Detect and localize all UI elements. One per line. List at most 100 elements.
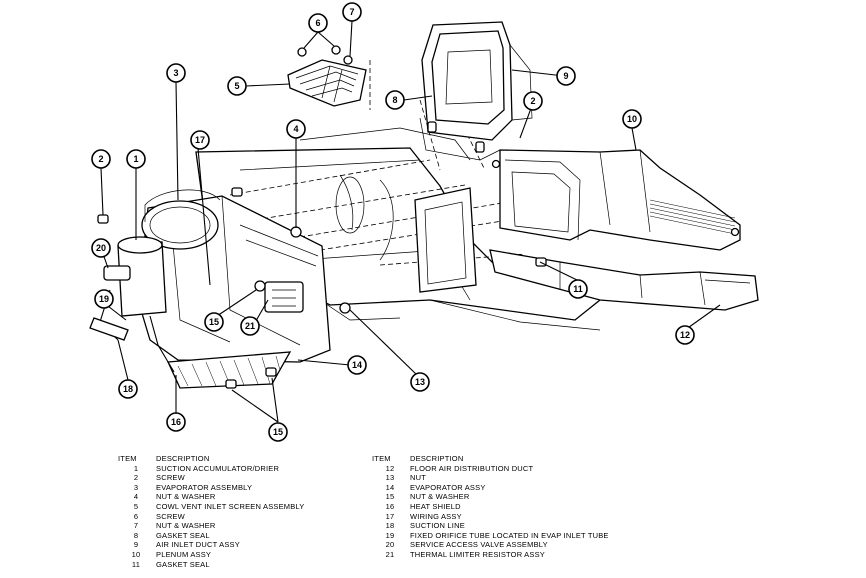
item-description: EVAPORATOR ASSEMBLY — [156, 482, 253, 492]
item-number: 5 — [133, 501, 139, 511]
svg-text:18: 18 — [123, 384, 133, 394]
callout-9: 9 — [556, 66, 576, 86]
item-number: 14 — [385, 482, 395, 492]
svg-text:4: 4 — [293, 124, 298, 134]
svg-text:21: 21 — [245, 321, 255, 331]
item-number: 6 — [133, 511, 139, 521]
description-column-header: DESCRIPTION — [156, 454, 210, 463]
svg-text:7: 7 — [349, 7, 354, 17]
item-description: SCREW — [156, 511, 185, 521]
svg-text:3: 3 — [173, 68, 178, 78]
item-description: SERVICE ACCESS VALVE ASSEMBLY — [410, 540, 548, 550]
legend-row: 17 WIRING ASSY — [372, 512, 609, 522]
svg-text:14: 14 — [352, 360, 362, 370]
item-number: 10 — [131, 549, 141, 559]
legend-row: 20 SERVICE ACCESS VALVE ASSEMBLY — [372, 540, 609, 550]
callout-12: 12 — [675, 325, 695, 345]
gasket-seal-frame — [414, 187, 477, 293]
callout-14: 14 — [347, 355, 367, 375]
legend-column-left: ITEM DESCRIPTION 1 SUCTION ACCUMULATOR/DR… — [118, 454, 304, 569]
callout-18: 18 — [118, 379, 138, 399]
item-description: HEAT SHIELD — [410, 501, 461, 511]
legend-row: 1 SUCTION ACCUMULATOR/DRIER — [118, 464, 304, 474]
svg-text:20: 20 — [96, 243, 106, 253]
callout-16: 16 — [166, 412, 186, 432]
legend-row: 14 EVAPORATOR ASSY — [372, 483, 609, 493]
item-description: AIR INLET DUCT ASSY — [156, 540, 240, 550]
svg-text:11: 11 — [573, 284, 583, 294]
legend-header: ITEM DESCRIPTION — [372, 454, 609, 464]
exploded-assembly-diagram: 1 2 2 3 4 5 6 7 8 9 10 11 12 13 14 15 15… — [89, 2, 759, 442]
svg-text:2: 2 — [530, 96, 535, 106]
plenum-fins — [649, 199, 736, 235]
floor-air-distribution-duct — [489, 249, 759, 311]
cowl-vent-inlet-screen — [287, 45, 367, 107]
item-number: 3 — [133, 482, 139, 492]
callout-1: 1 — [126, 149, 146, 169]
callout-8: 8 — [385, 90, 405, 110]
item-number: 16 — [385, 501, 395, 511]
legend-row: 9 AIR INLET DUCT ASSY — [118, 540, 304, 550]
callout-5: 5 — [227, 76, 247, 96]
item-number: 15 — [385, 492, 395, 502]
callout-17: 17 — [190, 130, 210, 150]
callout-7: 7 — [342, 2, 362, 22]
description-column-header: DESCRIPTION — [410, 454, 464, 463]
svg-text:16: 16 — [171, 417, 181, 427]
item-number: 11 — [131, 559, 141, 569]
item-description: NUT & WASHER — [156, 521, 216, 531]
item-description: SUCTION LINE — [410, 521, 465, 531]
item-number: 4 — [133, 492, 139, 502]
air-inlet-duct — [419, 21, 533, 161]
callout-3: 3 — [166, 63, 186, 83]
item-number: 19 — [385, 530, 395, 540]
item-number: 1 — [133, 463, 139, 473]
svg-text:13: 13 — [415, 377, 425, 387]
fasteners — [97, 187, 547, 389]
callout-4: 4 — [286, 119, 306, 139]
legend-row: 3 EVAPORATOR ASSEMBLY — [118, 483, 304, 493]
legend-row: 18 SUCTION LINE — [372, 521, 609, 531]
callout-10: 10 — [622, 109, 642, 129]
item-description: THERMAL LIMITER RESISTOR ASSY — [410, 549, 545, 559]
svg-text:19: 19 — [99, 294, 109, 304]
callout-6: 6 — [308, 13, 328, 33]
item-column-header: ITEM — [118, 454, 137, 463]
svg-text:9: 9 — [563, 71, 568, 81]
item-description: GASKET SEAL — [156, 559, 210, 569]
suction-accumulator — [89, 236, 175, 373]
item-description: WIRING ASSY — [410, 511, 462, 521]
item-description: EVAPORATOR ASSY — [410, 482, 486, 492]
svg-text:8: 8 — [392, 95, 397, 105]
item-number: 7 — [133, 521, 139, 531]
callout-21: 21 — [240, 316, 260, 336]
item-description: NUT & WASHER — [410, 492, 470, 502]
legend-header: ITEM DESCRIPTION — [118, 454, 304, 464]
item-description: GASKET SEAL — [156, 530, 210, 540]
item-number: 9 — [133, 540, 139, 550]
callout-2-left: 2 — [91, 149, 111, 169]
item-description: FLOOR AIR DISTRIBUTION DUCT — [410, 463, 534, 473]
legend-row: 7 NUT & WASHER — [118, 521, 304, 531]
item-number: 17 — [385, 511, 395, 521]
item-number: 21 — [385, 549, 395, 559]
leader-lines — [100, 20, 721, 423]
item-description: NUT — [410, 473, 427, 483]
legend-row: 15 NUT & WASHER — [372, 492, 609, 502]
callout-20: 20 — [91, 238, 111, 258]
item-description: SUCTION ACCUMULATOR/DRIER — [156, 463, 280, 473]
item-number: 20 — [385, 540, 395, 550]
parts-legend: ITEM DESCRIPTION 1 SUCTION ACCUMULATOR/DR… — [0, 454, 866, 578]
callout-19: 19 — [94, 289, 114, 309]
item-number: 13 — [385, 473, 395, 483]
item-number: 18 — [385, 521, 395, 531]
svg-text:6: 6 — [315, 18, 320, 28]
callout-13: 13 — [410, 372, 430, 392]
svg-text:5: 5 — [234, 81, 239, 91]
